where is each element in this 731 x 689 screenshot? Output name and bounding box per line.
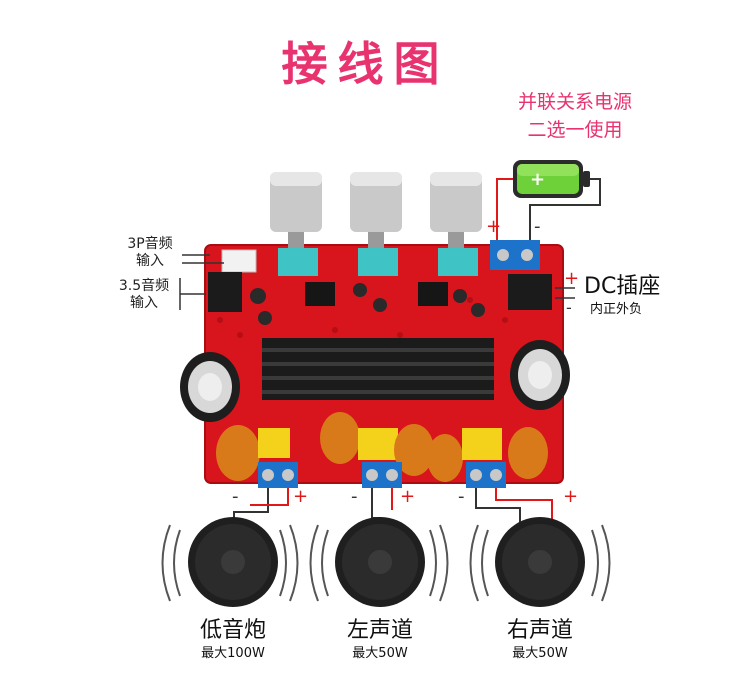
output-filter [216, 412, 548, 482]
speaker-1-name: 低音炮 [199, 618, 266, 643]
input-35-line2: 输入 [130, 295, 158, 311]
speaker-2-power: 最大50W [352, 646, 408, 661]
speaker-2-name: 左声道 [346, 618, 413, 643]
out1-minus: - [232, 486, 239, 507]
capacitor-left [180, 352, 240, 422]
dc-minus-mark: - [566, 298, 572, 317]
dc-polarity-symbol [555, 287, 575, 299]
battery-minus-mark: - [534, 216, 541, 237]
battery-icon: + [513, 160, 590, 198]
input-35-line1: 3.5音频 [118, 278, 170, 294]
diagram-title: 接线图 [281, 37, 450, 91]
battery-plus-mark: + [486, 216, 501, 237]
out3-plus: + [563, 486, 578, 507]
out1-plus: + [293, 486, 308, 507]
out3-minus: - [458, 486, 465, 507]
heatsink [262, 338, 494, 400]
power-note-line2: 二选一使用 [527, 119, 623, 141]
output-terminals [258, 462, 506, 488]
dc-socket-label: DC插座 [584, 274, 661, 299]
input-3p-line1: 3P音频 [127, 236, 173, 252]
amplifier-board [180, 240, 570, 488]
out2-minus: - [351, 486, 358, 507]
power-note: 并联关系电源 二选一使用 [495, 88, 655, 144]
capacitor-right [510, 340, 570, 410]
dc-polarity-note: 内正外负 [590, 302, 643, 317]
input-3p-line2: 输入 [136, 253, 164, 269]
input-3p-label: 3P音频 输入 [118, 236, 182, 270]
knob-icon [270, 172, 482, 248]
speaker-3-power: 最大50W [512, 646, 568, 661]
power-note-line1: 并联关系电源 [517, 91, 632, 113]
svg-text:+: + [530, 169, 545, 190]
speaker-1-power: 最大100W [201, 646, 265, 661]
speaker-3-name: 右声道 [506, 618, 573, 643]
input-35-label: 3.5音频 输入 [110, 278, 178, 312]
dc-plus-mark: + [564, 268, 579, 289]
out2-plus: + [400, 486, 415, 507]
speaker-icon [161, 517, 611, 607]
